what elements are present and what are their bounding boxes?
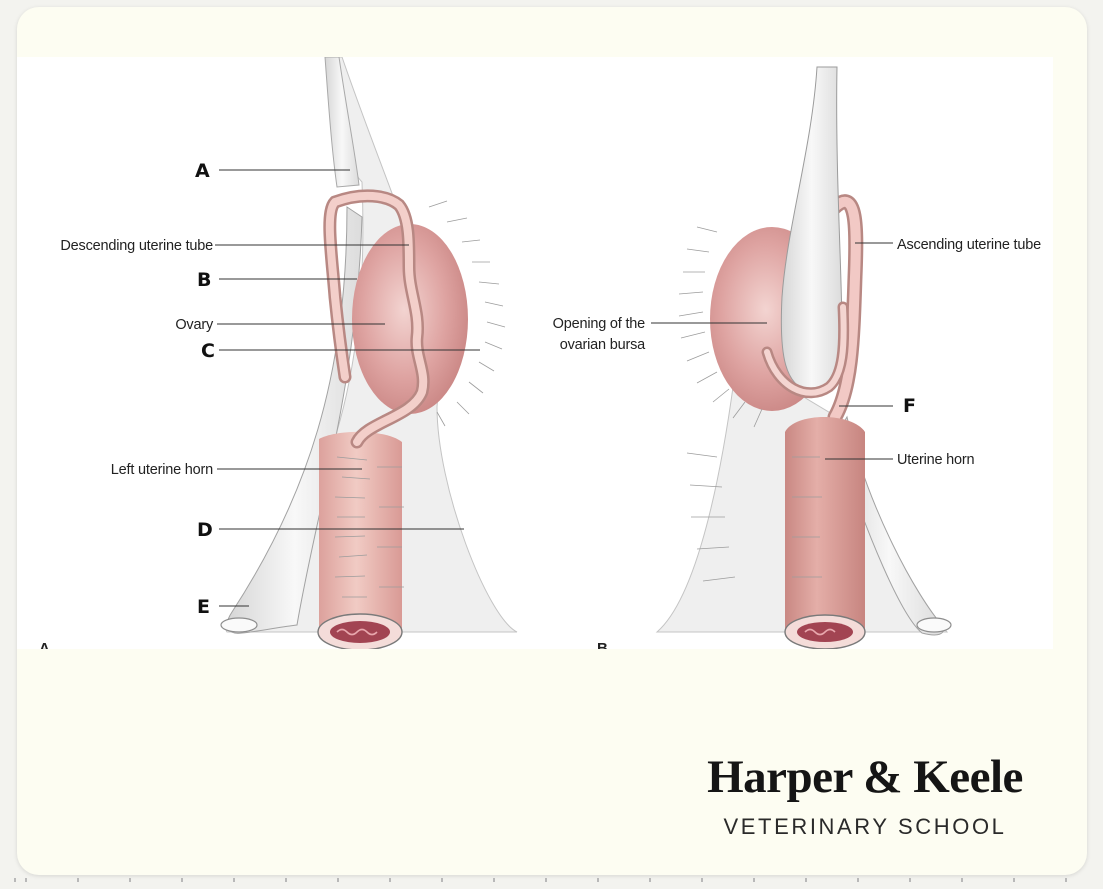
surface-hatching-a — [428, 200, 506, 427]
label-letter-b: B — [197, 269, 211, 291]
label-ascending-uterine-tube: Ascending uterine tube — [897, 237, 1041, 253]
label-opening-line1: Opening of the — [553, 316, 645, 332]
lumen-folds-b — [804, 628, 836, 636]
uterine-horn-b — [785, 417, 865, 635]
anatomy-figure: A Descending uterine tube B Ovary C Left… — [17, 57, 1053, 649]
brand-name: Harper & Keele — [707, 751, 1023, 803]
panel-label-a: A — [39, 640, 50, 649]
horn-hatching-a — [334, 456, 404, 598]
ovary-a — [352, 224, 468, 414]
surface-hatching-b — [678, 226, 763, 428]
suspensory-ligament — [324, 57, 360, 188]
label-letter-a: A — [195, 160, 210, 182]
ligament-end — [220, 617, 258, 633]
label-letter-e: E — [197, 596, 210, 618]
label-letter-c: C — [201, 340, 215, 362]
label-opening-line2: ovarian bursa — [560, 337, 646, 353]
ligament-edge — [226, 206, 363, 634]
label-letter-f: F — [903, 395, 916, 417]
bottom-ruler — [0, 878, 1103, 882]
uterine-tube-a — [325, 191, 428, 446]
ligament-end-b — [916, 617, 952, 633]
label-ovary: Ovary — [175, 317, 214, 333]
suspensory-ligament-b — [780, 66, 843, 393]
labels-a: A Descending uterine tube B Ovary C Left… — [39, 160, 480, 649]
lumen-folds-a — [336, 628, 378, 636]
label-left-uterine-horn: Left uterine horn — [111, 462, 213, 478]
label-descending-uterine-tube: Descending uterine tube — [60, 238, 213, 254]
panel-a-drawing — [220, 57, 518, 649]
horn-hatching-b — [686, 452, 822, 582]
brand-subtitle: VETERINARY SCHOOL — [723, 814, 1007, 839]
labels-b: Ascending uterine tube Opening of the ov… — [553, 237, 1042, 649]
anatomy-diagram: A Descending uterine tube B Ovary C Left… — [39, 57, 1042, 649]
label-letter-d: D — [197, 519, 213, 541]
horn-lumen-a — [330, 621, 390, 643]
label-uterine-horn: Uterine horn — [897, 452, 975, 468]
brand-logo: Harper & Keele VETERINARY SCHOOL — [680, 750, 1050, 840]
left-uterine-horn — [319, 431, 402, 635]
tube-hook — [764, 304, 847, 396]
panel-b-drawing — [655, 66, 952, 649]
panel-label-b: B — [597, 640, 608, 649]
ascending-uterine-tube — [830, 196, 861, 422]
